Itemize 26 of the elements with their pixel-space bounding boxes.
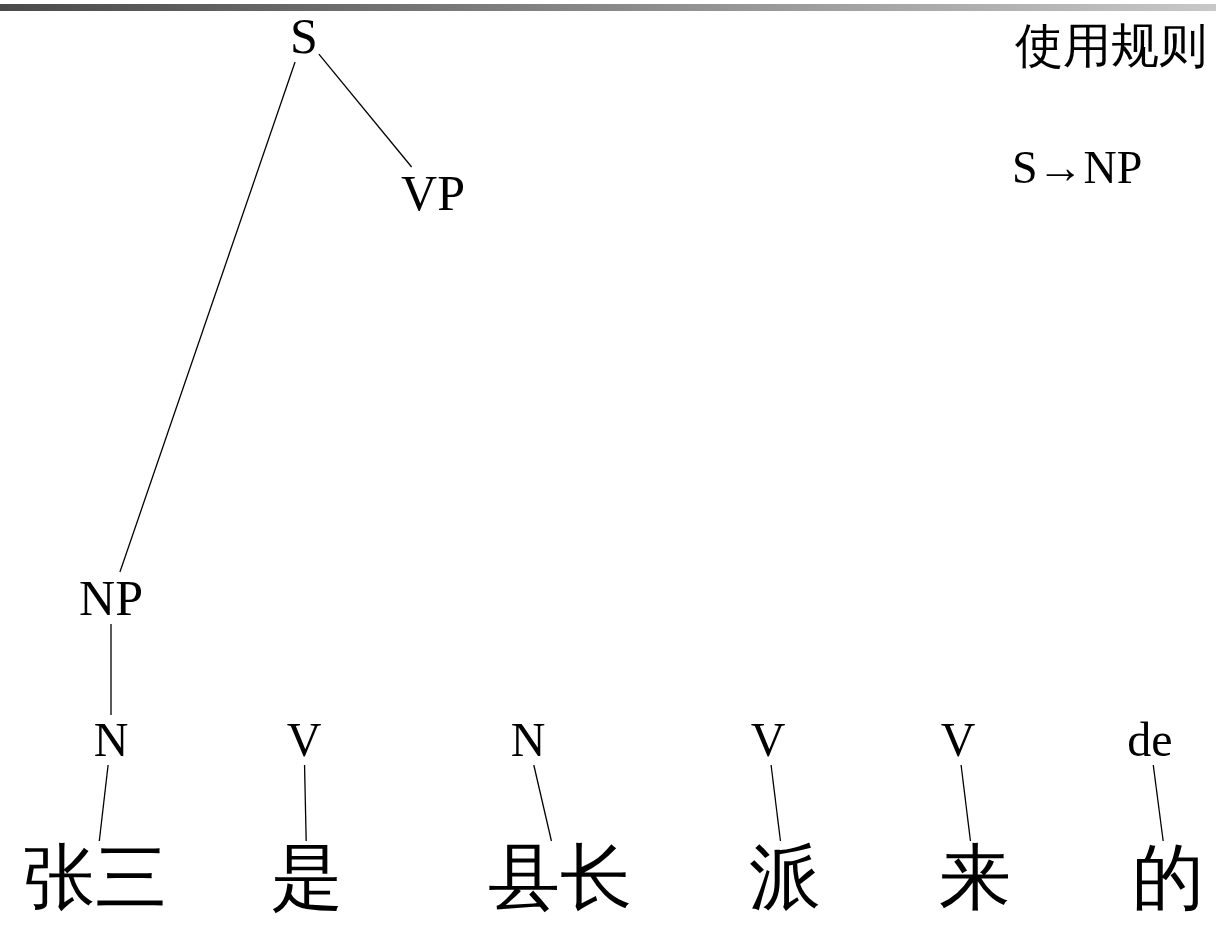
word: 的 bbox=[1132, 842, 1204, 914]
tree-node-label: VP bbox=[401, 168, 465, 218]
tree-branch bbox=[770, 764, 782, 842]
pos-tag: V bbox=[750, 716, 786, 764]
word: 来 bbox=[939, 842, 1011, 914]
pos-tag: N bbox=[510, 716, 546, 764]
tree-branch bbox=[318, 53, 413, 168]
tree-branch bbox=[119, 61, 296, 573]
pos-tag: V bbox=[940, 716, 976, 764]
tree-node-label: S bbox=[290, 11, 318, 61]
pos-tag: V bbox=[286, 716, 322, 764]
word: 派 bbox=[749, 842, 821, 914]
tree-branch bbox=[98, 764, 109, 842]
tree-branch bbox=[1152, 764, 1164, 842]
word: 张三 bbox=[23, 842, 167, 914]
rule-heading: 使用规则 bbox=[1015, 22, 1207, 70]
rule-text: S→NP bbox=[1012, 145, 1143, 191]
tree-branch bbox=[303, 764, 307, 842]
tree-node-label: NP bbox=[79, 573, 143, 623]
tree-branch bbox=[110, 623, 112, 716]
pos-tag: N bbox=[93, 716, 129, 764]
tree-branch bbox=[960, 764, 972, 842]
pos-tag: de bbox=[1127, 716, 1173, 764]
word: 是 bbox=[271, 842, 343, 914]
tree-branch bbox=[533, 764, 553, 842]
word: 县长 bbox=[488, 842, 632, 914]
